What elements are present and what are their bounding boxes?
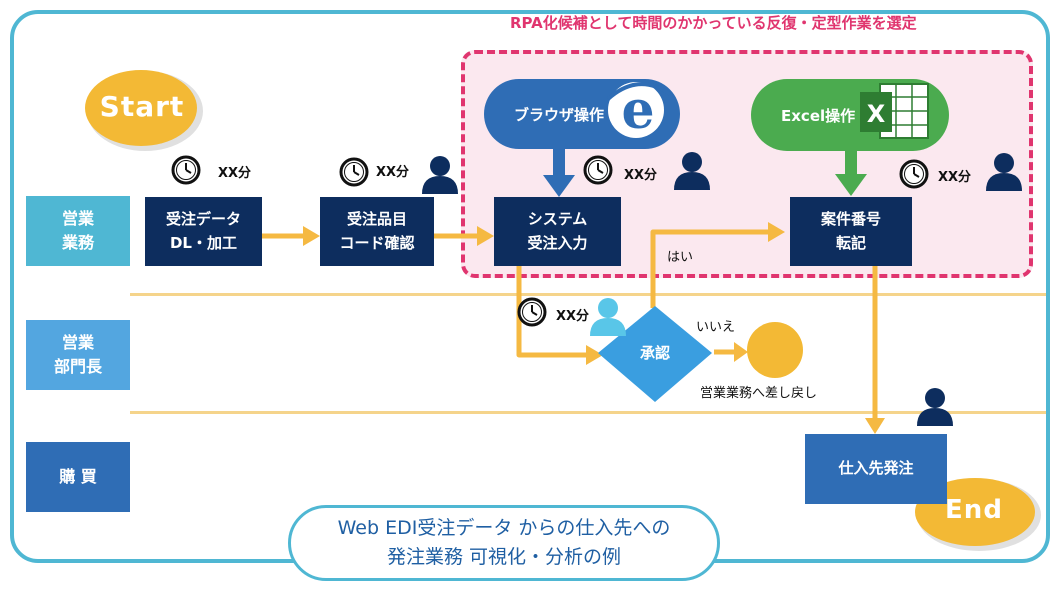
clock-icon [583,155,613,185]
approval-decision-diamond [598,306,712,402]
time-label: XX分 [556,309,590,324]
clock-icon [517,297,547,327]
excel-arrow [835,150,867,196]
end-label: End [945,495,1003,525]
branch-no-label: いいえ [696,320,736,335]
task-case-number-transcribe: 案件番号 転記 [790,197,912,266]
start-label: Start [99,90,185,123]
task-item-code-check: 受注品目 コード確認 [320,197,434,266]
person-icon [674,152,710,190]
excel-operation-label: Excel操作 [781,106,856,125]
lane-divider [130,293,1046,296]
clock-icon [899,159,929,189]
task-order-data-download: 受注データ DL・加工 [145,197,262,266]
lane-label-sales-ops: 営業 業務 [26,196,130,266]
rpa-note: RPA化候補として時間のかかっている反復・定型作業を選定 [510,14,917,32]
clock-icon [171,155,201,185]
person-icon [422,156,458,194]
time-label: XX分 [624,168,658,183]
time-label: XX分 [938,170,972,185]
person-icon [986,153,1022,191]
task-supplier-order: 仕入先発注 [805,434,947,504]
lane-label-sales-manager: 営業 部門長 [26,320,130,390]
return-circle [747,322,803,378]
decision-label: 承認 [639,344,670,362]
flow-arrows [262,229,878,420]
time-label: XX分 [218,166,252,181]
clock-icon [339,157,369,187]
excel-operation-pill: Excel操作 [751,79,949,151]
task-system-order-entry: システム 受注入力 [494,197,621,266]
start-terminal [85,70,203,151]
browser-operation-pill: ブラウザ操作 [484,79,680,149]
browser-arrow [543,147,575,197]
person-icon [917,388,953,426]
branch-yes-label: はい [667,250,694,265]
browser-operation-label: ブラウザ操作 [514,105,605,124]
lane-label-purchasing: 購 買 [26,442,130,512]
diagram-caption: Web EDI受注データ からの仕入先への 発注業務 可視化・分析の例 [288,505,720,581]
return-to-sales-label: 営業業務へ差し戻し [700,386,818,401]
person-icon [590,298,626,336]
lane-divider [130,411,1046,414]
time-label: XX分 [376,165,410,180]
arrowheads [303,222,885,434]
